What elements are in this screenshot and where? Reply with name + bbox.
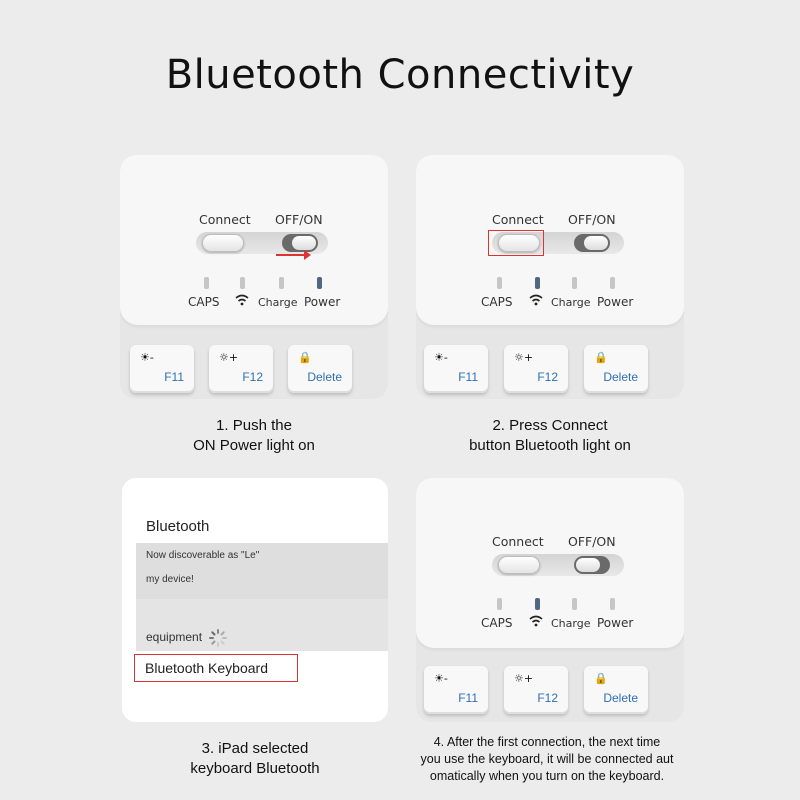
charge-led <box>572 277 577 289</box>
lock-icon: 🔒 <box>594 351 608 364</box>
step1-caption: 1. Push the ON Power light on <box>193 417 315 454</box>
wifi-icon <box>234 293 250 310</box>
f11-key[interactable]: ☀-F11 <box>424 345 488 393</box>
bluetooth-keyboard-label: Bluetooth Keyboard <box>145 660 268 676</box>
delete-key[interactable]: 🔒Delete <box>288 345 352 393</box>
off-on-label: OFF/ON <box>568 534 616 549</box>
brightness-up-icon: ☼+ <box>219 351 239 364</box>
charge-led <box>279 277 284 289</box>
power-switch[interactable] <box>282 234 318 252</box>
power-led <box>317 277 322 289</box>
caps-label: CAPS <box>481 616 513 630</box>
brightness-down-icon: ☀- <box>140 351 154 364</box>
lock-icon: 🔒 <box>594 672 608 685</box>
page-title: Bluetooth Connectivity <box>165 52 635 98</box>
step3-caption: 3. iPad selected keyboard Bluetooth <box>190 740 320 777</box>
brightness-up-icon: ☼+ <box>514 672 534 685</box>
equipment-label: equipment <box>146 630 203 644</box>
f12-key[interactable]: ☼+F12 <box>209 345 273 393</box>
power-switch[interactable] <box>574 234 610 252</box>
charge-label: Charge <box>551 617 591 630</box>
step2-keyboard-panel: Connect OFF/ON CAPS Charge Power ☀-F11 ☼… <box>416 155 684 399</box>
step4-keyboard-panel: Connect OFF/ON CAPS Charge Power ☀-F11 ☼… <box>416 478 684 722</box>
push-arrow <box>276 250 311 260</box>
brightness-down-icon: ☀- <box>434 351 448 364</box>
f11-key[interactable]: ☀-F11 <box>424 666 488 714</box>
bluetooth-led <box>535 598 540 610</box>
power-label: Power <box>597 616 634 630</box>
f12-key[interactable]: ☼+F12 <box>504 666 568 714</box>
bluetooth-led <box>535 277 540 289</box>
connect-button[interactable] <box>498 556 540 574</box>
loading-spinner-icon <box>208 628 228 652</box>
power-led <box>610 598 615 610</box>
delete-key[interactable]: 🔒Delete <box>584 345 648 393</box>
connect-label: Connect <box>492 212 544 227</box>
bluetooth-settings-panel: Bluetooth Now discoverable as "Le" my de… <box>122 478 388 722</box>
power-label: Power <box>597 295 634 309</box>
discoverable-text: Now discoverable as "Le" <box>146 550 260 561</box>
lock-icon: 🔒 <box>298 351 312 364</box>
power-label: Power <box>304 295 341 309</box>
device-name-text: my device! <box>146 574 194 585</box>
step4-caption: 4. After the first connection, the next … <box>420 735 674 783</box>
charge-label: Charge <box>258 296 298 309</box>
caps-label: CAPS <box>481 295 513 309</box>
off-on-label: OFF/ON <box>568 212 616 227</box>
connect-label: Connect <box>492 534 544 549</box>
power-led <box>610 277 615 289</box>
bluetooth-keyboard-item[interactable]: Bluetooth Keyboard <box>134 654 298 682</box>
wifi-icon <box>528 293 544 310</box>
settings-title: Bluetooth <box>146 518 210 535</box>
connect-highlight <box>488 230 544 256</box>
charge-led <box>572 598 577 610</box>
step1-keyboard-panel: Connect OFF/ON CAPS Charge Power ☀-F11 ☼… <box>120 155 388 399</box>
wifi-icon <box>528 614 544 631</box>
f12-key[interactable]: ☼+F12 <box>504 345 568 393</box>
caps-led <box>204 277 209 289</box>
connect-label: Connect <box>199 212 251 227</box>
delete-key[interactable]: 🔒Delete <box>584 666 648 714</box>
brightness-up-icon: ☼+ <box>514 351 534 364</box>
bluetooth-led <box>240 277 245 289</box>
caps-led <box>497 598 502 610</box>
off-on-label: OFF/ON <box>275 212 323 227</box>
caps-led <box>497 277 502 289</box>
devices-band <box>136 599 388 651</box>
connect-button[interactable] <box>202 234 244 252</box>
charge-label: Charge <box>551 296 591 309</box>
caps-label: CAPS <box>188 295 220 309</box>
discoverable-band <box>136 543 388 599</box>
f11-key[interactable]: ☀-F11 <box>130 345 194 393</box>
power-switch[interactable] <box>574 556 610 574</box>
brightness-down-icon: ☀- <box>434 672 448 685</box>
connect-button[interactable] <box>498 234 540 252</box>
step2-caption: 2. Press Connect button Bluetooth light … <box>469 417 631 454</box>
